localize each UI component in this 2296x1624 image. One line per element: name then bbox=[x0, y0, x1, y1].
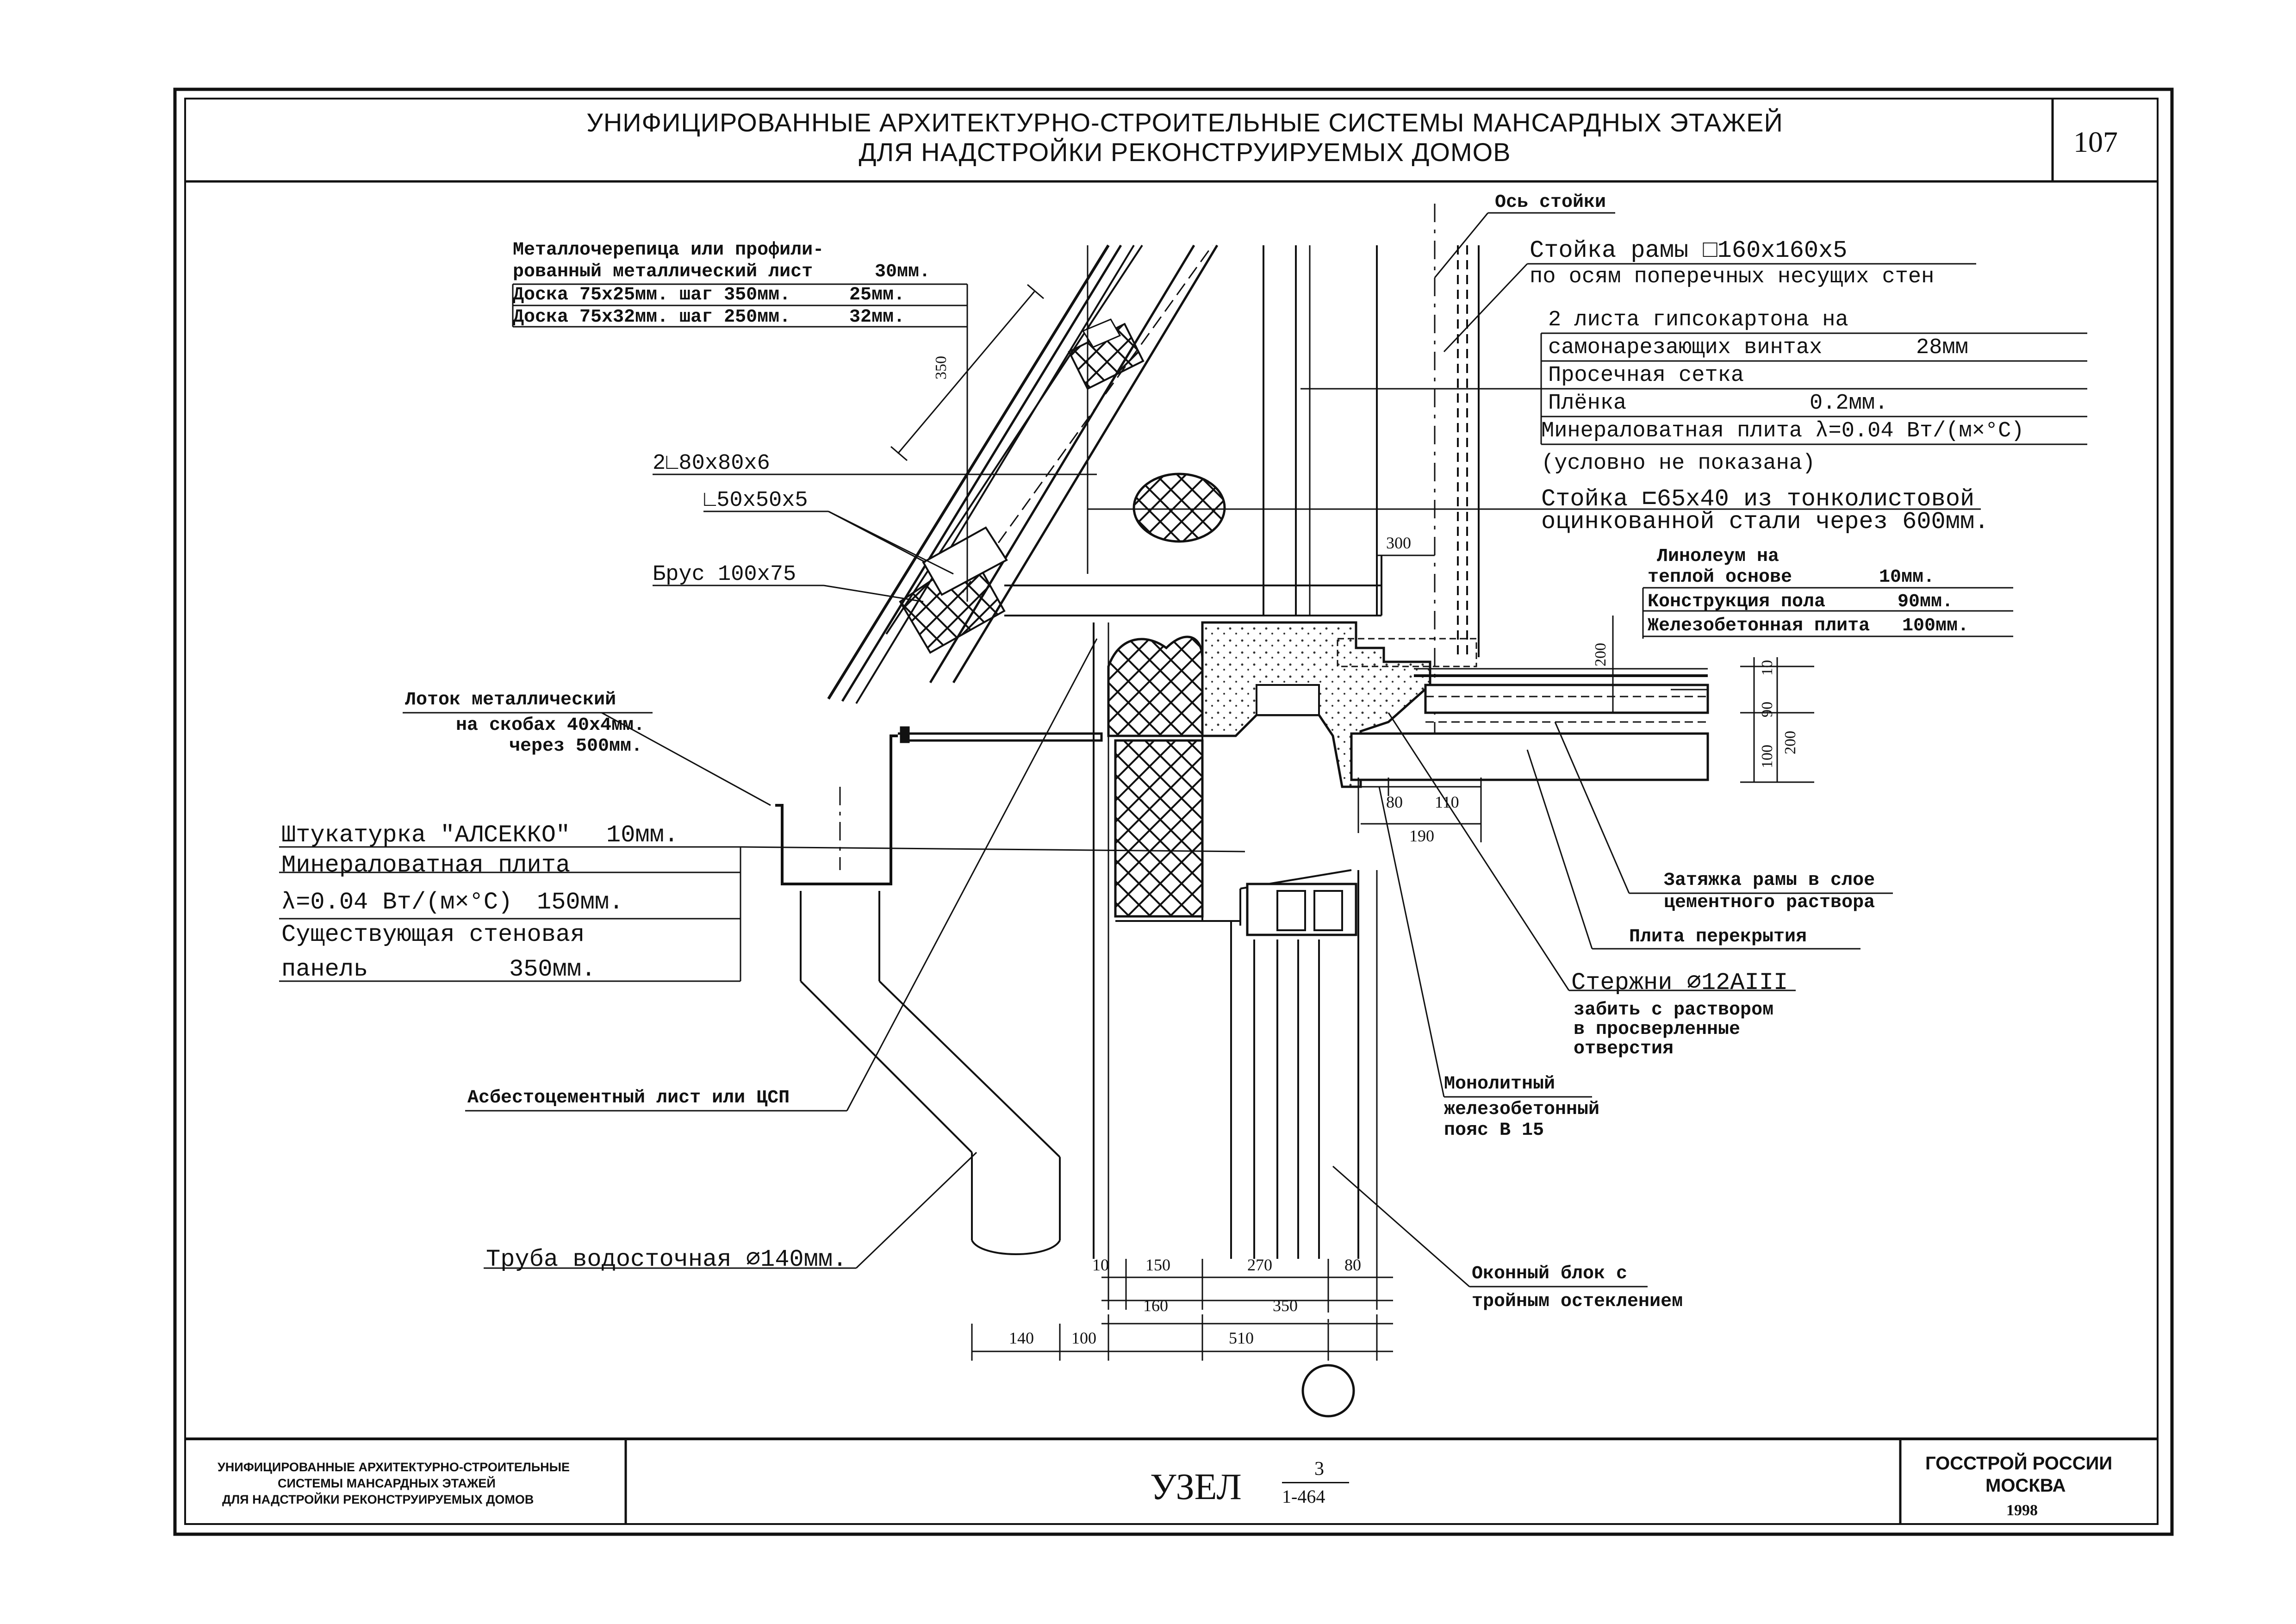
footer-year: 1998 bbox=[2006, 1502, 2038, 1519]
label-rods-4: отверстия bbox=[1574, 1039, 1674, 1059]
leader-lines bbox=[279, 212, 2087, 1288]
label-mesh: Просечная сетка bbox=[1548, 363, 1744, 388]
dim-100-v: 100 bbox=[1759, 745, 1776, 768]
label-roof-1b: рованный металлический лист bbox=[513, 261, 813, 282]
label-asbestos: Асбестоцементный лист или ЦСП bbox=[467, 1088, 790, 1108]
label-wall-2: Минераловатная плита bbox=[281, 852, 571, 879]
label-wall-4: Существующая стеновая bbox=[281, 921, 585, 948]
footer-series-1: УНИФИЦИРОВАННЫЕ АРХИТЕКТУРНО-СТРОИТЕЛЬНЫ… bbox=[218, 1460, 570, 1474]
dim-bottom-10: 10 bbox=[1092, 1256, 1109, 1274]
dim-slope-350: 350 bbox=[933, 356, 950, 380]
dim-190: 190 bbox=[1409, 827, 1434, 845]
label-gk-2a: самонарезающих винтах bbox=[1548, 336, 1823, 360]
label-floor-2a: Конструкция пола bbox=[1648, 591, 1826, 612]
label-pipe: Труба водосточная ⌀140мм. bbox=[486, 1246, 847, 1273]
label-angle-l: ∟50х50х5 bbox=[703, 488, 808, 513]
label-axis: Ось стойки bbox=[1495, 192, 1606, 213]
label-wall-1a: Штукатурка "АЛСЕККО" bbox=[281, 821, 571, 849]
label-stud-1: Стойка ⊏65х40 из тонколистовой bbox=[1541, 485, 1975, 513]
label-angle-2l: 2∟80х80х6 bbox=[653, 451, 770, 476]
label-belt-2: железобетонный bbox=[1444, 1099, 1600, 1120]
footer-series-3: ДЛЯ НАДСТРОЙКИ РЕКОНСТРУИРУЕМЫХ ДОМОВ bbox=[222, 1493, 534, 1506]
dim-bottom-100: 100 bbox=[1071, 1329, 1096, 1347]
label-slab: Плита перекрытия bbox=[1629, 927, 1807, 947]
dim-bottom-270: 270 bbox=[1247, 1256, 1272, 1274]
label-beam: Брус 100х75 bbox=[653, 562, 796, 587]
dim-110: 110 bbox=[1435, 793, 1459, 811]
label-post-2: по осям поперечных несущих стен bbox=[1530, 265, 1935, 289]
label-floor-3a: Железобетонная плита bbox=[1648, 616, 1870, 636]
label-tie-2: цементного раствора bbox=[1664, 892, 1875, 913]
dim-300: 300 bbox=[1386, 534, 1411, 552]
label-floor-3b: 100мм. bbox=[1902, 616, 1969, 636]
label-gutter-3: через 500мм. bbox=[509, 736, 643, 757]
label-stud-2: оцинкованной стали через 600мм. bbox=[1541, 508, 1989, 535]
dim-10: 10 bbox=[1759, 660, 1776, 676]
label-roof-2a: Доска 75х25мм. шаг 350мм. bbox=[513, 285, 791, 305]
label-gk-1: 2 листа гипсокартона на bbox=[1548, 308, 1848, 332]
label-rods-1: Стержни ⌀12АIII bbox=[1571, 969, 1788, 996]
label-rods-3: в просверленные bbox=[1574, 1019, 1741, 1040]
label-roof-2b: 25мм. bbox=[849, 285, 905, 305]
label-rods-2: забить с раствором bbox=[1574, 1000, 1774, 1020]
label-wall-1b: 10мм. bbox=[606, 821, 679, 849]
dim-200: 200 bbox=[1592, 643, 1609, 666]
label-wall-3b: 150мм. bbox=[537, 889, 624, 916]
wall-frame bbox=[1004, 204, 1480, 736]
label-window-2: тройным остеклением bbox=[1472, 1291, 1683, 1312]
dim-bottom-160: 160 bbox=[1143, 1296, 1168, 1315]
footer-city: МОСКВА bbox=[1985, 1475, 2066, 1496]
existing-wall bbox=[775, 622, 1378, 1259]
sheet-title-line2: ДЛЯ НАДСТРОЙКИ РЕКОНСТРУИРУЕМЫХ ДОМОВ bbox=[859, 137, 1511, 167]
label-belt-1: Монолитный bbox=[1444, 1074, 1556, 1095]
label-mw: Минераловатная плита λ=0.04 Вт/(м×°С) bbox=[1541, 419, 2024, 443]
label-floor-2b: 90мм. bbox=[1898, 591, 1954, 612]
dim-bottom-350: 350 bbox=[1273, 1296, 1298, 1315]
footer-series-2: СИСТЕМЫ МАНСАРДНЫХ ЭТАЖЕЙ bbox=[278, 1476, 496, 1490]
label-roof-1c: 30мм. bbox=[875, 261, 931, 282]
axis-marker bbox=[1301, 1364, 1355, 1418]
dim-bottom-510: 510 bbox=[1229, 1329, 1254, 1347]
label-tie-1: Затяжка рамы в слое bbox=[1664, 870, 1875, 891]
label-roof-3b: 32мм. bbox=[849, 307, 905, 328]
footer-node-label: УЗЕЛ bbox=[1150, 1467, 1242, 1507]
sheet-frame bbox=[173, 87, 2174, 1536]
label-wall-5b: 350мм. bbox=[509, 956, 596, 983]
dimension-lines bbox=[971, 616, 1814, 1361]
dim-bottom-140: 140 bbox=[1009, 1329, 1034, 1347]
label-roof-1a: Металлочерепица или профили- bbox=[513, 240, 824, 261]
dim-200-v: 200 bbox=[1782, 731, 1799, 754]
sheet-title-line1: УНИФИЦИРОВАННЫЕ АРХИТЕКТУРНО-СТРОИТЕЛЬНЫ… bbox=[586, 108, 1783, 137]
footer-fraction-bar bbox=[1282, 1482, 1349, 1483]
label-post-1: Стойка рамы □160х160х5 bbox=[1530, 237, 1848, 264]
label-wall-5a: панель bbox=[281, 956, 368, 983]
label-film-b: 0.2мм. bbox=[1810, 391, 1888, 416]
label-roof-3a: Доска 75х32мм. шаг 250мм. bbox=[513, 307, 791, 328]
label-wall-3a: λ=0.04 Вт/(м×°С) bbox=[281, 889, 513, 916]
label-floor-1c: 10мм. bbox=[1879, 567, 1935, 588]
label-window-1: Оконный блок с bbox=[1472, 1263, 1628, 1284]
label-floor-1a: Линолеум на bbox=[1657, 546, 1780, 567]
label-mw-note: (условно не показана) bbox=[1541, 451, 1816, 476]
dim-bottom-80: 80 bbox=[1344, 1256, 1361, 1274]
label-belt-3: пояс В 15 bbox=[1444, 1120, 1544, 1141]
label-film-a: Плёнка bbox=[1548, 391, 1627, 416]
label-gutter-2: на скобах 40х4мм. bbox=[456, 715, 645, 736]
label-gutter-1: Лоток металлический bbox=[405, 690, 616, 710]
footer-org: ГОССТРОЙ РОССИИ bbox=[1925, 1453, 2113, 1474]
label-floor-1b: теплой основе bbox=[1648, 567, 1792, 588]
dim-80: 80 bbox=[1386, 793, 1403, 811]
page-number: 107 bbox=[2073, 125, 2118, 158]
footer-node-number: 3 bbox=[1314, 1458, 1324, 1480]
dim-bottom-150: 150 bbox=[1145, 1256, 1170, 1274]
dim-90: 90 bbox=[1759, 702, 1776, 717]
label-gk-2b: 28мм bbox=[1916, 336, 1968, 360]
concrete-belt bbox=[1201, 621, 1709, 788]
footer-node-denominator: 1-464 bbox=[1282, 1486, 1325, 1507]
